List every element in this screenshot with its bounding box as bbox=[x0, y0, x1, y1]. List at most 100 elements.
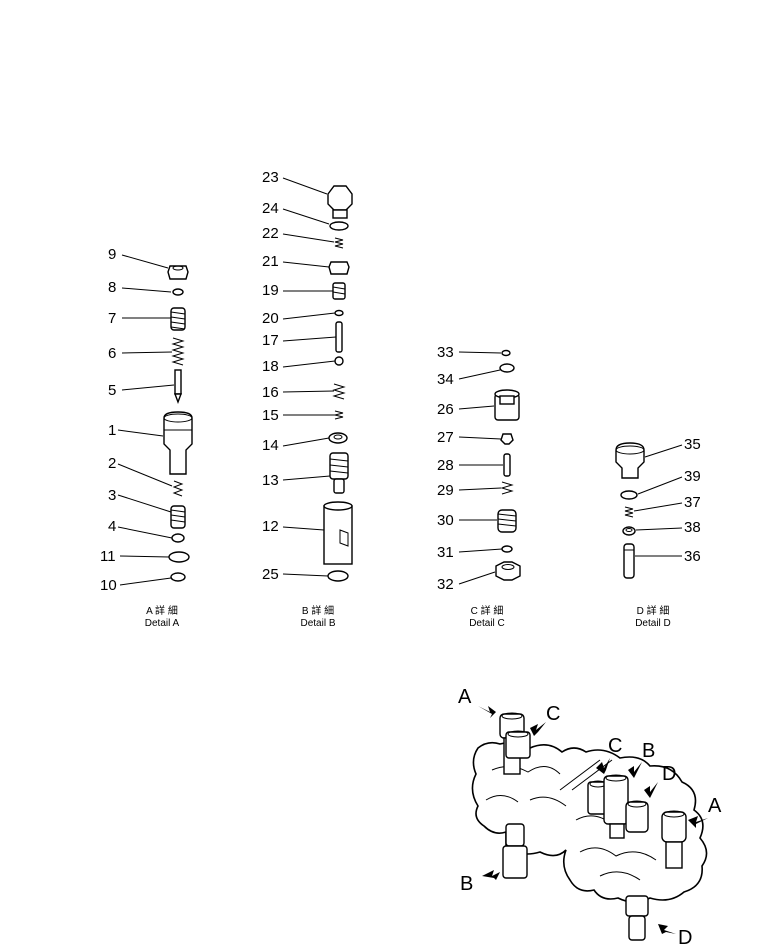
label-part-33: 33 bbox=[437, 344, 454, 361]
label-part-21: 21 bbox=[262, 253, 279, 270]
part-20-ring bbox=[334, 309, 344, 317]
callout-b-center: B bbox=[642, 740, 655, 762]
part-7-coil bbox=[170, 307, 186, 331]
label-part-18: 18 bbox=[262, 358, 279, 375]
label-part-12: 12 bbox=[262, 518, 279, 535]
arrow-a-top bbox=[478, 706, 496, 718]
part-4-ring bbox=[171, 533, 185, 543]
label-part-9: 9 bbox=[108, 246, 116, 263]
caption-detail-c: Detail C bbox=[469, 618, 505, 629]
label-part-19: 19 bbox=[262, 282, 279, 299]
label-part-28: 28 bbox=[437, 457, 454, 474]
label-part-34: 34 bbox=[437, 371, 454, 388]
part-18-ball bbox=[334, 356, 344, 366]
label-part-20: 20 bbox=[262, 310, 279, 327]
label-part-4: 4 bbox=[108, 518, 116, 535]
label-part-26: 26 bbox=[437, 401, 454, 418]
callout-d-center: D bbox=[662, 763, 676, 785]
part-5-needle bbox=[173, 369, 183, 404]
label-part-35: 35 bbox=[684, 436, 701, 453]
part-36-pin bbox=[623, 543, 635, 579]
part-16-spring bbox=[332, 383, 346, 400]
label-part-10: 10 bbox=[100, 577, 117, 594]
valve-d-bottom bbox=[625, 895, 649, 941]
part-21-nut bbox=[328, 261, 350, 275]
label-part-31: 31 bbox=[437, 544, 454, 561]
part-14-ring bbox=[328, 432, 348, 444]
part-1-valve-body bbox=[163, 411, 193, 475]
callout-c-left: C bbox=[546, 703, 560, 725]
label-part-16: 16 bbox=[262, 384, 279, 401]
part-34-oring bbox=[499, 363, 515, 373]
detail-c: 33 34 26 27 28 29 30 31 32 C 詳 細 Detail … bbox=[437, 344, 521, 629]
part-33-ring bbox=[501, 349, 511, 357]
label-part-39: 39 bbox=[684, 468, 701, 485]
caption-detail-d-jp: D 詳 細 bbox=[637, 604, 670, 617]
part-37-spring bbox=[624, 506, 634, 518]
part-25-oring bbox=[327, 570, 349, 582]
arrow-b-bottom bbox=[482, 870, 500, 880]
part-15-spring bbox=[334, 410, 344, 420]
arrow-b-center bbox=[628, 762, 642, 778]
part-29-spring bbox=[500, 481, 514, 495]
part-30-coil bbox=[497, 509, 517, 533]
callout-a-top: A bbox=[458, 686, 472, 708]
arrow-d-center bbox=[644, 782, 658, 798]
label-part-6: 6 bbox=[108, 345, 116, 362]
arrow-d-bottom bbox=[658, 924, 676, 934]
label-part-5: 5 bbox=[108, 382, 116, 399]
label-part-3: 3 bbox=[108, 487, 116, 504]
label-part-1: 1 bbox=[108, 422, 116, 439]
detail-d: 35 39 37 38 36 D 詳 細 Detail D bbox=[615, 436, 701, 629]
label-part-17: 17 bbox=[262, 332, 279, 349]
label-part-11: 11 bbox=[100, 548, 116, 565]
arrow-c-left bbox=[530, 722, 546, 736]
part-24-oring bbox=[329, 221, 349, 231]
part-19-coil bbox=[332, 282, 346, 300]
callout-c-center: C bbox=[608, 735, 622, 757]
arrow-c-center bbox=[596, 758, 610, 774]
valve-block bbox=[471, 741, 708, 903]
part-39-oring bbox=[620, 490, 638, 500]
part-10-oring bbox=[170, 572, 186, 582]
part-23-plug bbox=[327, 185, 353, 219]
caption-detail-c-jp: C 詳 細 bbox=[471, 604, 504, 617]
label-part-38: 38 bbox=[684, 519, 701, 536]
valve-b-bottom bbox=[502, 823, 528, 879]
label-part-24: 24 bbox=[262, 200, 279, 217]
part-8-ring bbox=[172, 288, 184, 296]
caption-detail-b-jp: B 詳 細 bbox=[302, 604, 334, 617]
caption-detail-b: Detail B bbox=[300, 618, 335, 629]
label-part-23: 23 bbox=[262, 169, 279, 186]
part-6-spring bbox=[171, 337, 185, 366]
part-17-pin bbox=[335, 321, 343, 353]
part-12-sleeve bbox=[323, 501, 353, 565]
part-35-housing bbox=[615, 442, 645, 479]
callout-d-bottom: D bbox=[678, 927, 692, 947]
label-part-30: 30 bbox=[437, 512, 454, 529]
label-part-8: 8 bbox=[108, 279, 116, 296]
arrow-a-right bbox=[688, 816, 708, 828]
detail-a: 9 8 7 6 5 1 2 3 4 11 10 A 詳 細 Detail A bbox=[100, 246, 193, 629]
part-2-spring bbox=[172, 480, 184, 497]
assembly-view: A C C B D A B D bbox=[458, 686, 722, 947]
caption-detail-a-jp: A 詳 細 bbox=[146, 604, 178, 617]
valve-c-left bbox=[505, 730, 531, 759]
part-9-nut bbox=[167, 265, 189, 280]
label-part-27: 27 bbox=[437, 429, 454, 446]
detail-b: 23 24 22 21 19 20 17 18 16 15 14 13 12 2… bbox=[262, 169, 353, 629]
label-part-29: 29 bbox=[437, 482, 454, 499]
callout-b-bottom: B bbox=[460, 873, 473, 895]
part-22-spring bbox=[334, 237, 344, 249]
label-part-13: 13 bbox=[262, 472, 279, 489]
label-part-14: 14 bbox=[262, 437, 279, 454]
valve-b-center bbox=[603, 774, 629, 839]
label-part-37: 37 bbox=[684, 494, 701, 511]
caption-detail-a: Detail A bbox=[145, 618, 180, 629]
part-38-ring bbox=[622, 526, 636, 536]
part-26-housing bbox=[494, 389, 520, 421]
label-part-32: 32 bbox=[437, 576, 454, 593]
label-part-7: 7 bbox=[108, 310, 116, 327]
label-part-2: 2 bbox=[108, 455, 116, 472]
